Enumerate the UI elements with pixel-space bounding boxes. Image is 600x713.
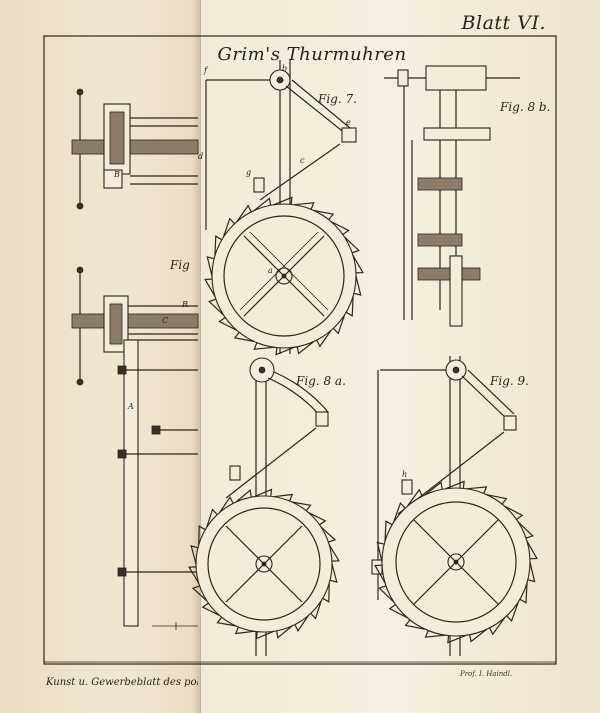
- part-letter-C: C: [162, 316, 169, 325]
- fold-shadow: [192, 0, 200, 713]
- fig8a-mechanism: [195, 357, 333, 656]
- fig-partial-label: Fig: [170, 258, 190, 272]
- part-letter-R: R: [182, 300, 189, 309]
- part-letter-d: d: [198, 152, 204, 161]
- publication-credit: Kunst u. Gewerbeblatt des polyt. Vereins: [46, 677, 198, 688]
- part-letter-e: e: [346, 118, 351, 127]
- part-letter-f: f: [204, 66, 207, 75]
- folded-left-sheet: [0, 0, 200, 713]
- fig9-mechanism: [371, 356, 531, 656]
- engraver-credit: Prof. I. Haindl.: [460, 670, 513, 678]
- fig7-label: Fig. 7.: [318, 92, 357, 106]
- part-letter-A: A: [128, 402, 134, 411]
- part-letter-b: b: [282, 64, 288, 73]
- part-letter-a: a: [268, 266, 273, 275]
- part-letter-g: g: [246, 168, 252, 177]
- part-letter-B: B: [114, 170, 120, 179]
- fig8b-mechanism: [384, 65, 520, 327]
- part-letter-c: c: [300, 156, 305, 165]
- left-mechanism-lower: [71, 266, 199, 630]
- part-letter-h: h: [402, 470, 408, 479]
- fig7-wheel-teeth: [204, 196, 364, 356]
- fig7-mechanism: [205, 60, 357, 354]
- fig8b-label: Fig. 8 b.: [500, 100, 551, 114]
- left-mechanism-upper: [71, 88, 199, 210]
- fig9-wheel-teeth: [374, 480, 538, 644]
- plate-title: Grim's Thurmuhren: [217, 44, 407, 65]
- fig8a-label: Fig. 8 a.: [296, 374, 346, 388]
- fig9-label: Fig. 9.: [490, 374, 529, 388]
- fig8a-wheel-teeth: [188, 488, 340, 640]
- plate-border: [43, 35, 557, 665]
- plate-number: Blatt VI.: [461, 12, 546, 34]
